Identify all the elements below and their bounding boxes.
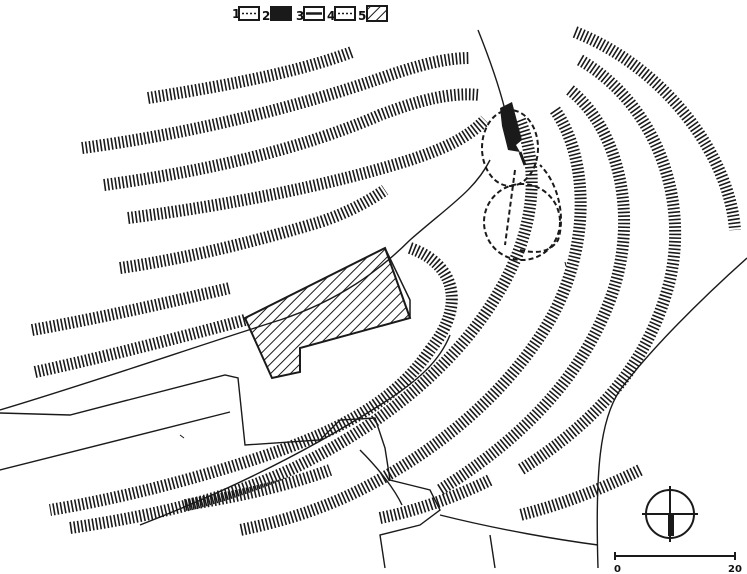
terrain-contours xyxy=(30,46,490,378)
hatched-building xyxy=(243,246,412,380)
road-north xyxy=(477,29,506,111)
plot-boundary-4 xyxy=(489,534,496,569)
hill-arc-7 xyxy=(518,464,643,521)
contour-1 xyxy=(147,46,355,104)
hill-arc-9 xyxy=(184,464,333,511)
scale-bar: 0 20 xyxy=(614,552,742,574)
contour-5 xyxy=(119,185,389,274)
contour-6 xyxy=(30,282,232,336)
plot-boundary-3 xyxy=(359,449,403,506)
plot-boundary-2 xyxy=(439,514,599,546)
contour-3 xyxy=(103,88,481,191)
plot-boundary-1 xyxy=(0,374,441,569)
legend-symbol-2 xyxy=(270,6,292,21)
road-east xyxy=(596,257,747,569)
north-arrow-circle-icon xyxy=(642,486,698,542)
legend: 1 2 3 4 5 xyxy=(232,5,388,23)
legend-symbol-1 xyxy=(238,6,260,21)
contour-7 xyxy=(33,314,247,378)
legend-symbol-4 xyxy=(334,6,356,21)
black-structure xyxy=(500,102,522,152)
legend-num-4: 4 xyxy=(327,9,335,23)
contour-4 xyxy=(127,115,490,224)
dashed-path xyxy=(519,164,562,253)
contour-2 xyxy=(81,52,471,154)
scale-end-label: 20 xyxy=(728,564,742,574)
legend-symbol-5 xyxy=(366,5,388,22)
road-southwest xyxy=(0,411,231,471)
hill-arc-6 xyxy=(572,26,741,231)
legend-num-2: 2 xyxy=(262,9,270,23)
legend-num-1: 1 xyxy=(232,7,240,21)
solid-feature xyxy=(500,102,527,166)
building-footprint xyxy=(243,246,412,380)
legend-num-3: 3 xyxy=(296,9,304,23)
dashed-features xyxy=(481,109,562,261)
legend-symbol-3 xyxy=(303,6,325,21)
dashed-link xyxy=(504,169,516,246)
legend-num-5: 5 xyxy=(358,9,366,23)
road-lower xyxy=(139,334,451,526)
hill-arc-3 xyxy=(238,106,587,536)
hill-arc-1 xyxy=(49,242,458,516)
hill-arc-4 xyxy=(436,85,631,496)
scale-start-label: 0 xyxy=(614,564,621,574)
survey-ticks xyxy=(179,261,567,439)
